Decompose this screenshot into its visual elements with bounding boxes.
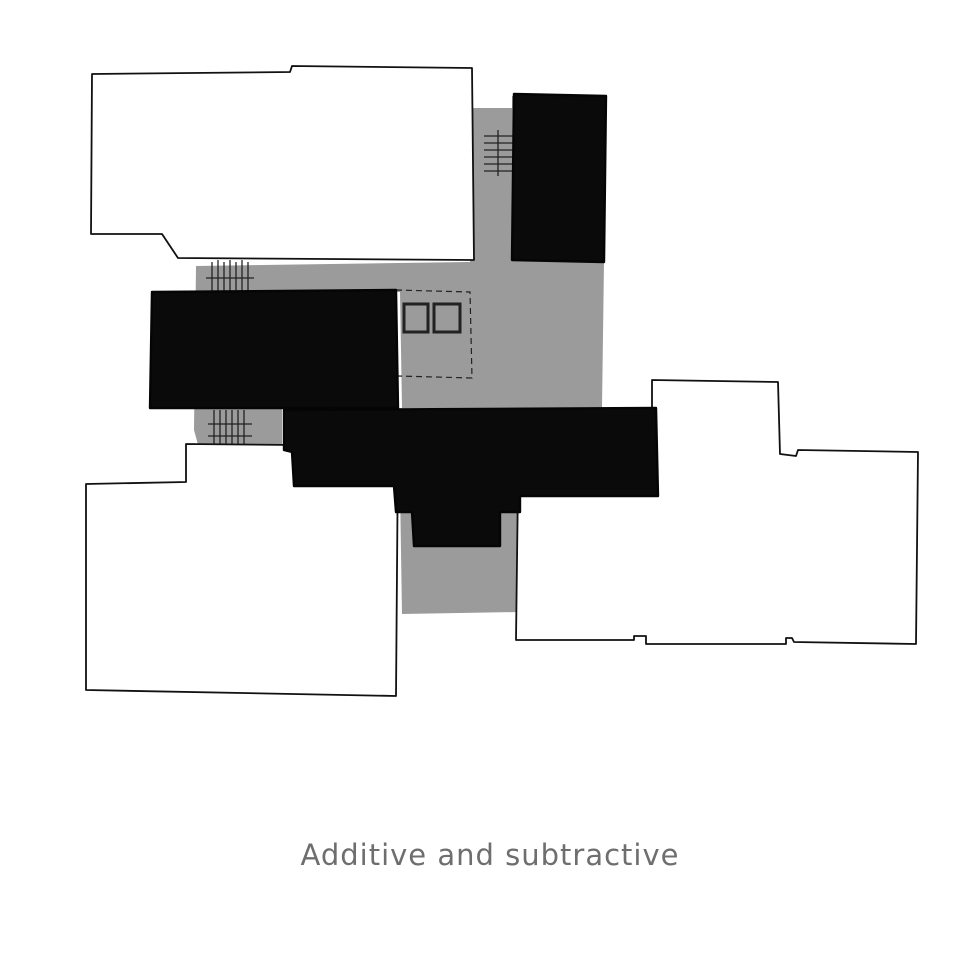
hatch-top-right bbox=[484, 130, 516, 176]
caption: Additive and subtractive bbox=[300, 838, 680, 872]
outline-volume-top-left bbox=[90, 65, 475, 261]
small-square-left bbox=[402, 302, 430, 334]
black-volume-center-bar bbox=[282, 406, 660, 548]
hatch-marks bbox=[206, 130, 516, 446]
hatch-left-upper bbox=[206, 260, 254, 294]
black-volume-top-right bbox=[510, 92, 608, 264]
outlined-volumes bbox=[85, 65, 919, 697]
small-square-right bbox=[432, 302, 462, 334]
dashed-courtyard bbox=[395, 289, 473, 379]
hatch-left-lower bbox=[208, 410, 252, 446]
gray-upper-band bbox=[194, 96, 606, 452]
outline-volume-right bbox=[515, 379, 919, 645]
black-volume-left bbox=[148, 288, 400, 410]
black-volumes bbox=[148, 92, 660, 548]
